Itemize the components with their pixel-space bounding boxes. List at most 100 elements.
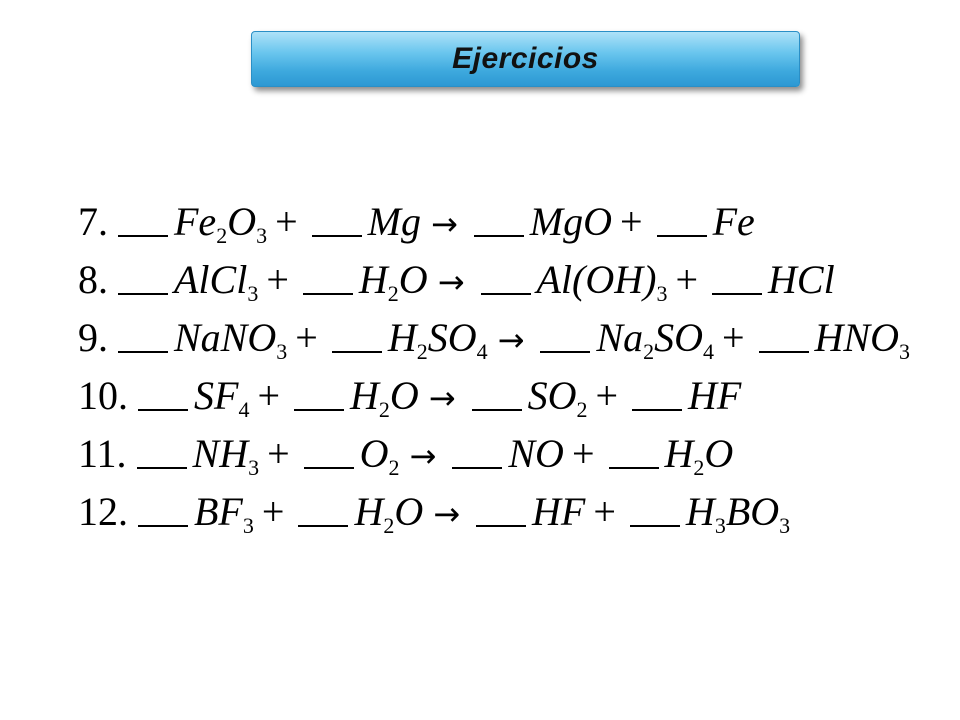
equation-row: 11.NH3+O2→NO+H2O — [78, 430, 938, 488]
coefficient-blank[interactable] — [480, 292, 531, 295]
chemical-formula: NH3 — [192, 430, 260, 480]
coefficient-blank[interactable] — [608, 466, 659, 469]
chemical-formula: NaNO3 — [174, 314, 288, 364]
formula-symbol: O — [398, 257, 428, 302]
formula-symbol: H — [350, 373, 379, 418]
formula-symbol: SO — [654, 315, 703, 360]
formula-subscript: 3 — [714, 513, 726, 538]
reaction-arrow-icon: → — [409, 437, 437, 475]
formula-subscript: 3 — [899, 339, 910, 364]
equation-number: 11. — [78, 431, 127, 476]
chemical-formula: NO — [508, 430, 564, 477]
formula-symbol: H — [358, 257, 388, 302]
coefficient-blank[interactable] — [712, 292, 763, 295]
formula-subscript: 4 — [702, 339, 714, 364]
coefficient-blank[interactable] — [629, 524, 680, 527]
formula-symbol: H — [664, 431, 694, 476]
reaction-arrow-icon: → — [430, 205, 458, 243]
formula-subscript: 2 — [378, 397, 390, 422]
chemical-formula: HNO3 — [815, 314, 910, 364]
coefficient-blank[interactable] — [471, 408, 522, 411]
coefficient-blank[interactable] — [118, 292, 168, 295]
formula-symbol: Na — [596, 315, 644, 360]
chemical-formula: H2SO4 — [387, 314, 488, 364]
equation-number: 8. — [78, 257, 108, 302]
coefficient-blank[interactable] — [118, 234, 168, 237]
coefficient-blank[interactable] — [452, 466, 503, 469]
reaction-arrow-icon: → — [428, 379, 456, 417]
formula-subscript: 4 — [238, 397, 250, 422]
coefficient-blank[interactable] — [294, 408, 344, 411]
formula-subscript: 3 — [242, 513, 254, 538]
formula-subscript: 4 — [476, 339, 488, 364]
plus-sign: + — [571, 431, 595, 476]
coefficient-blank[interactable] — [298, 524, 349, 527]
plus-sign: + — [595, 373, 619, 418]
formula-subscript: 3 — [256, 223, 268, 248]
plus-sign: + — [261, 489, 285, 534]
formula-subscript: 3 — [247, 281, 259, 306]
formula-subscript: 2 — [416, 339, 428, 364]
chemical-formula: H2O — [358, 256, 428, 306]
chemical-formula: Al(OH)3 — [536, 256, 668, 306]
chemical-formula: H2O — [664, 430, 734, 480]
formula-symbol: H — [354, 489, 384, 534]
formula-subscript: 2 — [643, 339, 655, 364]
coefficient-blank[interactable] — [656, 234, 707, 237]
coefficient-blank[interactable] — [473, 234, 524, 237]
plus-sign: + — [593, 489, 616, 534]
equation-number: 7. — [78, 199, 108, 244]
formula-symbol: NH — [192, 431, 249, 476]
formula-symbol: NO — [508, 431, 564, 476]
formula-subscript: 3 — [248, 455, 260, 480]
formula-subscript: 2 — [576, 397, 588, 422]
reaction-arrow-icon: → — [437, 263, 465, 301]
formula-subscript: 3 — [656, 281, 668, 306]
equation-number: 9. — [78, 315, 108, 360]
chemical-formula: MgO — [530, 198, 612, 245]
page-title: Ejercicios — [452, 42, 599, 75]
coefficient-blank[interactable] — [331, 350, 382, 353]
formula-symbol: HCl — [768, 257, 835, 302]
coefficient-blank[interactable] — [632, 408, 683, 411]
plus-sign: + — [257, 373, 280, 418]
formula-symbol: Fe — [174, 199, 217, 244]
formula-subscript: 3 — [779, 513, 791, 538]
plus-sign: + — [721, 315, 745, 360]
formula-symbol: AlCl — [174, 257, 248, 302]
formula-symbol: SO — [427, 315, 477, 360]
chemical-formula: HF — [688, 372, 741, 419]
chemical-formula: BF3 — [194, 488, 254, 538]
formula-symbol: NaNO — [174, 315, 277, 360]
plus-sign: + — [675, 257, 699, 302]
formula-symbol: O — [227, 199, 257, 244]
formula-subscript: 3 — [276, 339, 288, 364]
coefficient-blank[interactable] — [476, 524, 527, 527]
coefficient-blank[interactable] — [311, 234, 362, 237]
chemical-formula: Fe — [713, 198, 755, 245]
coefficient-blank[interactable] — [138, 408, 188, 411]
coefficient-blank[interactable] — [118, 350, 168, 353]
coefficient-blank[interactable] — [138, 524, 188, 527]
coefficient-blank[interactable] — [302, 292, 353, 295]
coefficient-blank[interactable] — [540, 350, 591, 353]
coefficient-blank[interactable] — [303, 466, 354, 469]
chemical-formula: Fe2O3 — [174, 198, 268, 248]
formula-symbol: Al(OH) — [536, 257, 657, 302]
equation-row: 7.Fe2O3+Mg→MgO+Fe — [78, 198, 938, 256]
coefficient-blank[interactable] — [136, 466, 187, 469]
formula-subscript: 2 — [388, 455, 400, 480]
chemical-formula: Na2SO4 — [596, 314, 714, 364]
chemical-formula: HCl — [768, 256, 835, 303]
formula-symbol: HF — [532, 489, 586, 534]
plus-sign: + — [275, 199, 298, 244]
formula-symbol: H — [387, 315, 417, 360]
chemical-formula: H2O — [354, 488, 423, 538]
chemical-formula: SF4 — [194, 372, 250, 422]
plus-sign: + — [266, 257, 289, 302]
formula-symbol: SO — [527, 373, 577, 418]
coefficient-blank[interactable] — [758, 350, 809, 353]
formula-subscript: 2 — [383, 513, 395, 538]
formula-symbol: HF — [688, 373, 742, 418]
formula-symbol: Fe — [712, 199, 755, 244]
